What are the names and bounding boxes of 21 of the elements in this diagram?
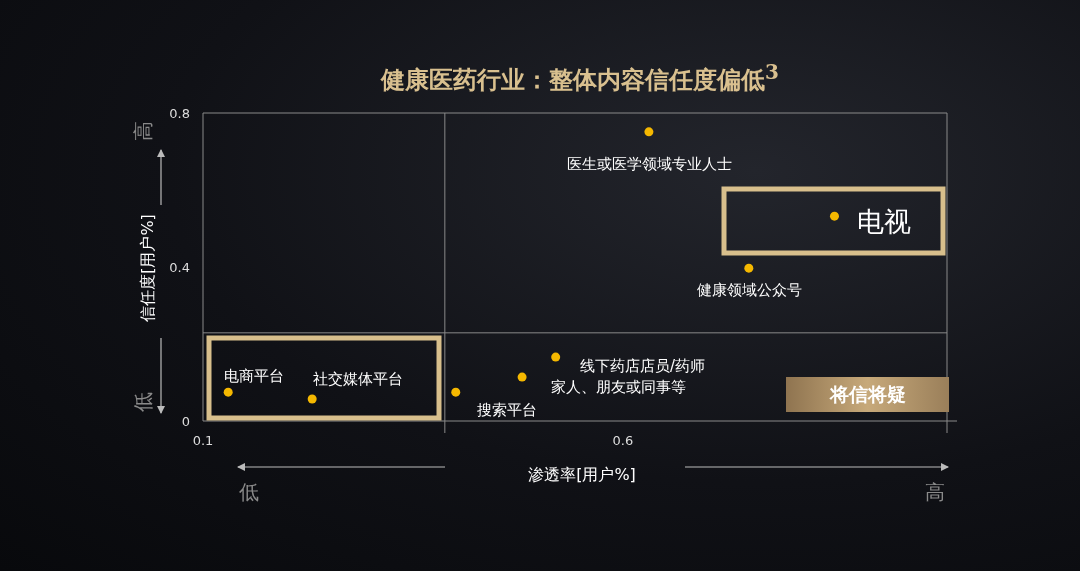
point-label: 线下药店店员/药师 <box>580 358 706 374</box>
axis-title: 信任度[用户%] <box>140 214 156 322</box>
point-label: 家人、朋友或同事等 <box>551 379 686 395</box>
point-label: 社交媒体平台 <box>313 371 403 387</box>
chart-title: 健康医药行业：整体内容信任度偏低$^{3}$ <box>381 62 779 92</box>
axis-end-label: 低 <box>239 482 259 502</box>
tick-label: 0 <box>181 414 190 428</box>
point-label: 电视 <box>857 207 911 235</box>
axis-end-label: 低 <box>133 392 153 412</box>
rating-banner: 将信将疑 <box>786 377 949 412</box>
axis-title: 渗透率[用户%] <box>528 467 636 483</box>
tick-label: 0.4 <box>169 260 190 274</box>
tick-label: 0.8 <box>169 106 190 120</box>
tick-label: 0.6 <box>612 433 634 447</box>
point-label: 电商平台 <box>224 368 284 384</box>
point-label: 健康领域公众号 <box>696 282 802 298</box>
axis-end-label: 高 <box>133 121 153 141</box>
point-label: 医生或医学领域专业人士 <box>566 156 732 172</box>
tick-label: 0.1 <box>192 433 214 447</box>
point-label: 搜索平台 <box>477 402 537 418</box>
axis-end-label: 高 <box>925 482 945 502</box>
